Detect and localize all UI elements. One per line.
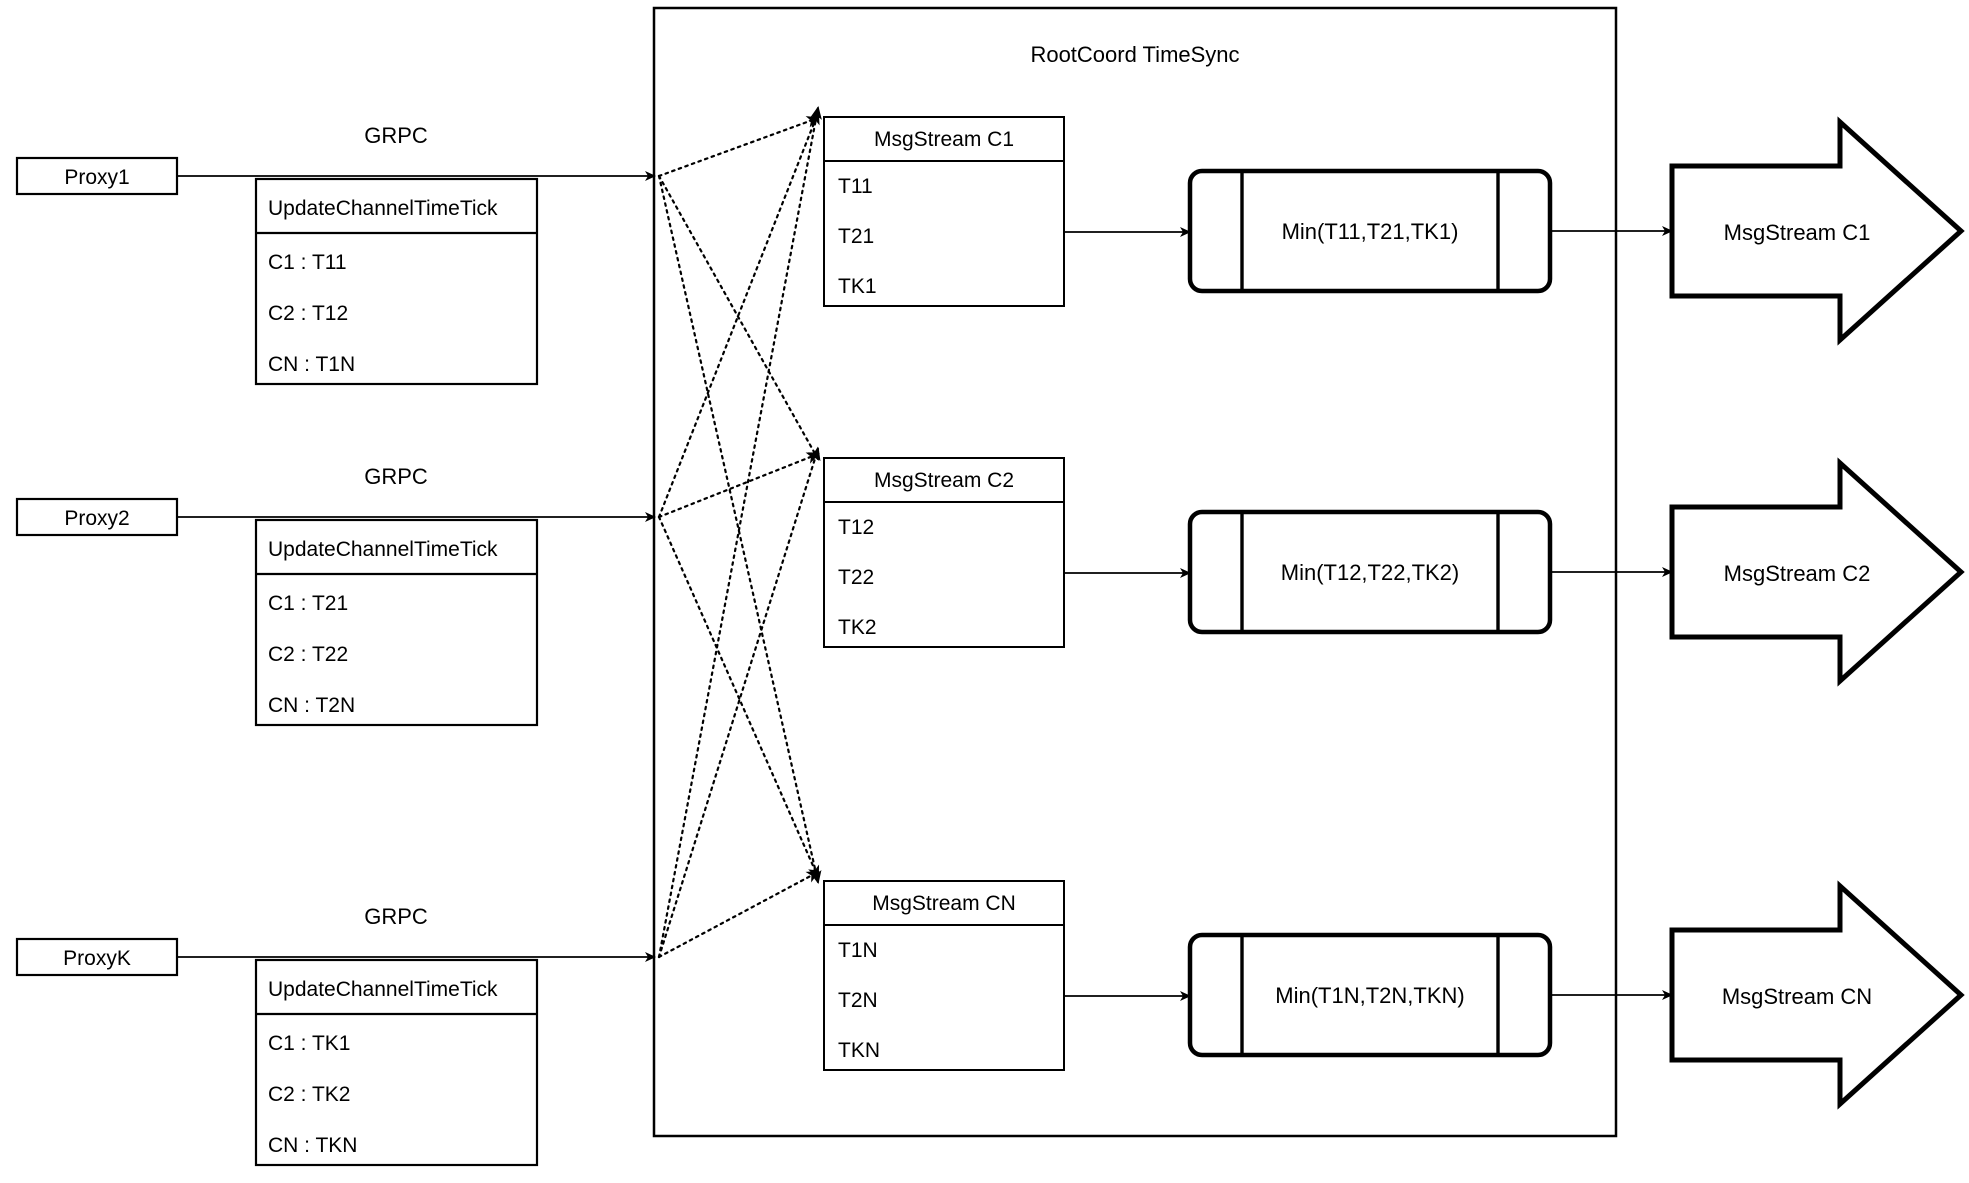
msgstream-row-3-2: TKN — [838, 1039, 880, 1062]
message-row-3-1: C2 : TK2 — [268, 1083, 350, 1106]
proxy-name-1: Proxy1 — [64, 166, 129, 189]
output-arrow-3: MsgStream CN — [1669, 880, 1965, 1110]
message-row-3-2: CN : TKN — [268, 1134, 357, 1157]
min-process-box-1: Min(T11,T21,TK1) — [1187, 168, 1553, 294]
msgstream-header-2: MsgStream C2 — [874, 469, 1014, 492]
update-channel-timetick-box-2: UpdateChannelTimeTick C1 : T21 C2 : T22 … — [254, 518, 539, 727]
dispatch-pk-cn — [657, 870, 820, 959]
message-header-1: UpdateChannelTimeTick — [268, 197, 498, 220]
rootcoord-container-label: RootCoord TimeSync — [1030, 42, 1239, 67]
message-row-2-2: CN : T2N — [268, 694, 355, 717]
min-process-box-3: Min(T1N,T2N,TKN) — [1187, 932, 1553, 1058]
message-row-3-0: C1 : TK1 — [268, 1032, 350, 1055]
output-arrow-label-1: MsgStream C1 — [1724, 220, 1871, 245]
message-row-1-0: C1 : T11 — [268, 251, 347, 274]
msgstream-box-3: MsgStream CN T1N T2N TKN — [823, 880, 1065, 1071]
dispatch-p2-c1 — [657, 111, 820, 519]
dispatch-pk-c2 — [657, 447, 821, 959]
message-row-1-2: CN : T1N — [268, 353, 355, 376]
grpc-label-1: GRPC — [364, 123, 428, 148]
message-row-2-1: C2 : T22 — [268, 643, 348, 666]
min-process-label-2: Min(T12,T22,TK2) — [1281, 560, 1460, 585]
output-arrow-2: MsgStream C2 — [1669, 457, 1965, 687]
min-process-box-2: Min(T12,T22,TK2) — [1187, 509, 1553, 635]
output-arrow-label-2: MsgStream C2 — [1724, 561, 1871, 586]
msgstream-row-1-2: TK1 — [838, 275, 877, 298]
message-row-1-1: C2 : T12 — [268, 302, 348, 325]
update-channel-timetick-box-1: UpdateChannelTimeTick C1 : T11 C2 : T12 … — [254, 177, 539, 386]
channel-group-1: MsgStream C1 T11 T21 TK1 Min(T11,T21,TK1… — [823, 116, 1965, 346]
msgstream-row-2-1: T22 — [838, 566, 874, 589]
output-arrow-1: MsgStream C1 — [1669, 116, 1965, 346]
proxy-name-2: Proxy2 — [64, 507, 129, 530]
timetick-dispatch-links — [657, 106, 822, 959]
output-arrow-label-3: MsgStream CN — [1722, 984, 1872, 1009]
proxy-box-2[interactable]: Proxy2 — [15, 497, 179, 537]
msgstream-row-2-2: TK2 — [838, 616, 877, 639]
msgstream-header-3: MsgStream CN — [872, 892, 1016, 915]
msgstream-row-1-1: T21 — [838, 225, 874, 248]
msgstream-header-1: MsgStream C1 — [874, 128, 1014, 151]
update-channel-timetick-box-3: UpdateChannelTimeTick C1 : TK1 C2 : TK2 … — [254, 958, 539, 1167]
dispatch-p2-c2 — [657, 452, 820, 519]
msgstream-box-1: MsgStream C1 T11 T21 TK1 — [823, 116, 1065, 307]
channel-group-3: MsgStream CN T1N T2N TKN Min(T1N,T2N,TKN… — [823, 880, 1965, 1110]
msgstream-row-3-1: T2N — [838, 989, 878, 1012]
message-header-2: UpdateChannelTimeTick — [268, 538, 498, 561]
msgstream-row-1-0: T11 — [838, 175, 873, 198]
dispatch-p2-cn — [657, 515, 820, 879]
proxy-group-2: Proxy2 GRPC UpdateChannelTimeTick C1 : T… — [15, 464, 656, 727]
dispatch-p1-c2 — [657, 174, 820, 461]
msgstream-row-3-0: T1N — [838, 939, 878, 962]
channel-group-2: MsgStream C2 T12 T22 TK2 Min(T12,T22,TK2… — [823, 457, 1965, 687]
msgstream-row-2-0: T12 — [838, 516, 874, 539]
message-header-3: UpdateChannelTimeTick — [268, 978, 498, 1001]
dispatch-p1-c1 — [657, 116, 820, 178]
grpc-label-3: GRPC — [364, 904, 428, 929]
msgstream-box-2: MsgStream C2 T12 T22 TK2 — [823, 457, 1065, 648]
proxy-name-3: ProxyK — [63, 947, 131, 970]
proxy-group-1: Proxy1 GRPC UpdateChannelTimeTick C1 : T… — [15, 123, 656, 386]
proxy-box-1[interactable]: Proxy1 — [15, 156, 179, 196]
grpc-label-2: GRPC — [364, 464, 428, 489]
proxy-group-3: ProxyK GRPC UpdateChannelTimeTick C1 : T… — [15, 904, 656, 1167]
message-row-2-0: C1 : T21 — [268, 592, 348, 615]
min-process-label-3: Min(T1N,T2N,TKN) — [1275, 983, 1464, 1008]
proxy-box-3[interactable]: ProxyK — [15, 937, 179, 977]
min-process-label-1: Min(T11,T21,TK1) — [1282, 219, 1459, 244]
dispatch-p1-cn — [657, 174, 822, 884]
